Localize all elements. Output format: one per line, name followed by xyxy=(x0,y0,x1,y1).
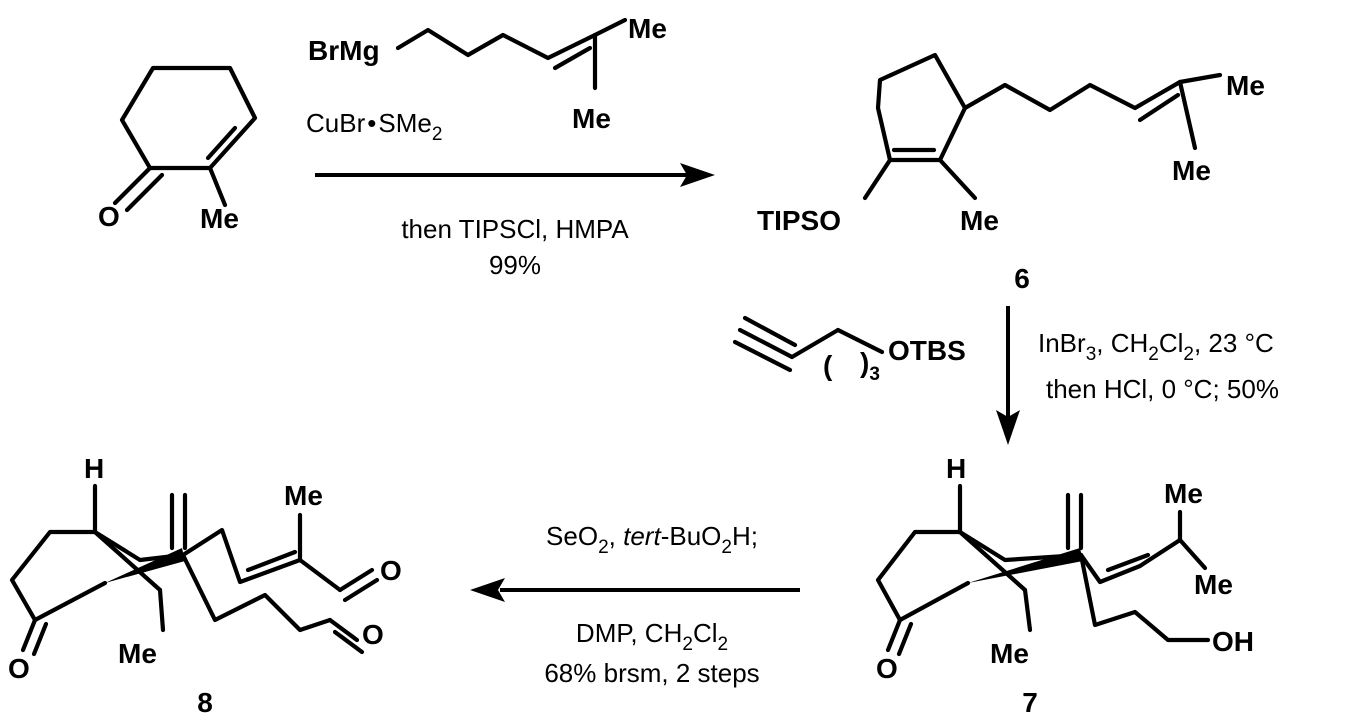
atom-oxygen: O xyxy=(380,555,402,586)
chain-paren-open: ( xyxy=(823,350,833,381)
atom-methyl: Me xyxy=(200,203,239,234)
starting-material-enone: O Me xyxy=(98,65,258,234)
chain-paren-close: )3 xyxy=(860,347,880,385)
step1-yield: 99% xyxy=(489,250,541,280)
step3-seo2-tbhp: SeO2, tert-BuO2H; xyxy=(546,521,758,558)
atom-oxygen: O xyxy=(362,619,384,650)
atom-methyl: Me xyxy=(960,205,999,236)
atom-oxygen: O xyxy=(98,201,120,232)
compound-8-structure: H Me O O Me O xyxy=(8,453,402,684)
compound-6-structure: Me Me TIPSO Me xyxy=(757,52,1265,236)
atom-oxygen: O xyxy=(876,653,898,684)
atom-methyl: Me xyxy=(1172,155,1211,186)
step1-then-tipscl-hmpa: then TIPSCl, HMPA xyxy=(401,214,629,244)
step2-inbr3-conditions: InBr3, CH2Cl2, 23 °C xyxy=(1038,328,1274,365)
atom-hydrogen: H xyxy=(946,453,966,484)
reaction-arrow-3 xyxy=(470,578,800,602)
reagent-cubr-sme2: CuBr•SMe2 xyxy=(306,108,442,145)
compound-label-6: 6 xyxy=(1014,263,1030,294)
step3-yield: 68% brsm, 2 steps xyxy=(544,658,759,688)
atom-hydroxyl: OH xyxy=(1212,626,1254,657)
atom-methyl: Me xyxy=(628,13,667,44)
atom-methyl: Me xyxy=(118,638,157,669)
atom-hydrogen: H xyxy=(84,453,104,484)
atom-methyl: Me xyxy=(572,103,611,134)
atom-methyl: Me xyxy=(1164,478,1203,509)
compound-label-8: 8 xyxy=(197,687,213,718)
atom-bromomagnesium: BrMg xyxy=(308,35,380,66)
reaction-arrow-1 xyxy=(315,163,715,187)
reaction-arrow-2 xyxy=(996,306,1020,445)
step1-reagents: BrMg Me Me CuBr•SMe2 xyxy=(306,13,667,145)
step2-alkyne-reagent: ( )3 OTBS xyxy=(732,315,966,385)
atom-methyl: Me xyxy=(1226,70,1265,101)
atom-methyl: Me xyxy=(990,638,1029,669)
compound-label-7: 7 xyxy=(1022,687,1038,718)
atom-triisopropylsilyloxy: TIPSO xyxy=(757,205,841,236)
atom-methyl: Me xyxy=(284,480,323,511)
atom-methyl: Me xyxy=(1194,569,1233,600)
atom-tbs-ether: OTBS xyxy=(888,335,966,366)
compound-7-structure: H Me Me Me O OH xyxy=(875,453,1254,684)
atom-oxygen: O xyxy=(8,653,30,684)
step2-then-hcl-yield: then HCl, 0 °C; 50% xyxy=(1046,374,1279,404)
step3-dmp: DMP, CH2Cl2 xyxy=(576,618,728,655)
